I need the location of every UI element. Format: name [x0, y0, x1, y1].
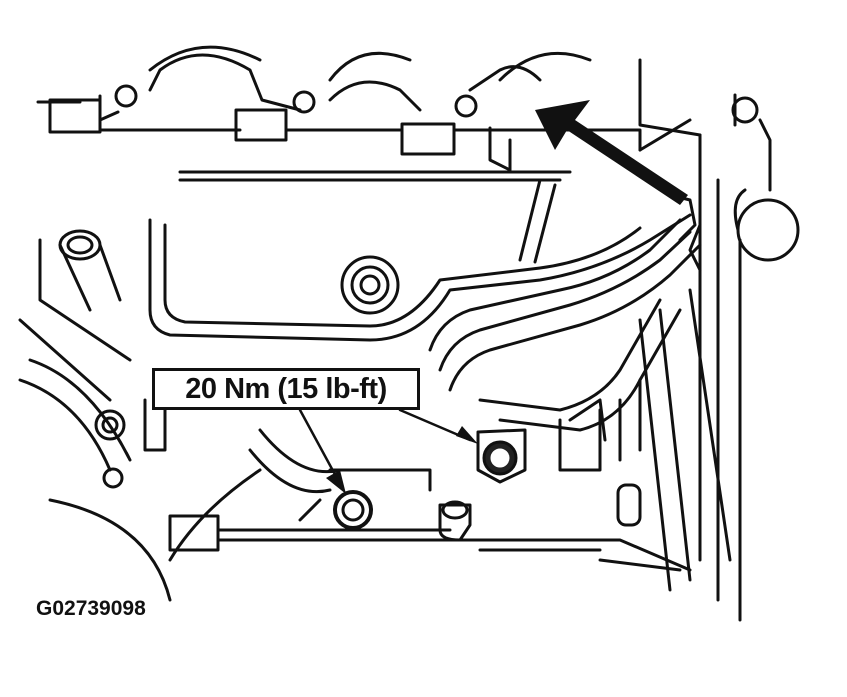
figure-id: G02739098 — [36, 597, 146, 620]
left-cylinder-assembly — [18, 229, 262, 602]
leader-arrowhead-left-icon — [326, 470, 346, 494]
leader-arrowhead-right-icon — [456, 426, 478, 444]
bolt-left — [333, 490, 373, 530]
torque-spec-label: 20 Nm (15 lb-ft) — [152, 368, 420, 410]
right-rail-lines — [598, 58, 800, 622]
callout-arrow-icon — [535, 100, 688, 205]
oil-pan-outline — [148, 170, 692, 342]
bolt-right — [476, 428, 527, 484]
upper-casting-outline — [36, 45, 642, 172]
